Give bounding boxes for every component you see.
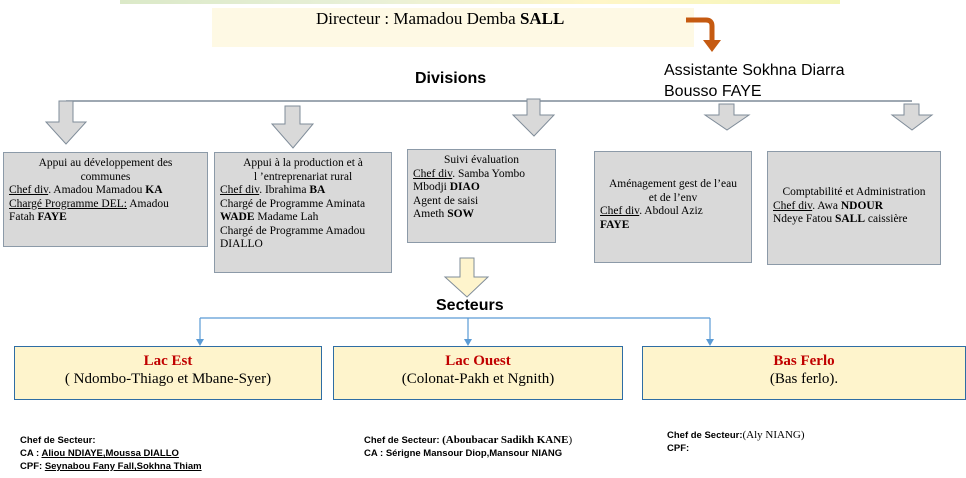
division-title: Suivi évaluation [443,154,520,166]
division-line: Ndeye Fatou SALL caissière [773,213,908,225]
sector-chef-line: Chef de Secteur:(Aly NIANG) [667,429,805,441]
division-line: Agent de saisi [413,194,479,207]
division-program-name: Fatah FAYE [9,211,67,223]
division-title: Appui à la production et à [243,157,363,169]
sector-chef-block-2: Chef de Secteur: (Aboubacar Sadikh KANE)… [364,434,572,460]
top-decor-strip [120,0,840,4]
sector-arrowhead-1 [196,339,204,346]
director-box [212,8,694,47]
sector-ca-line: CA : Sérigne Mansour Diop,Mansour NIANG [364,448,563,459]
division-line: WADE Madame Lah [220,211,319,223]
division-line: Chargé de Programme Amadou [220,224,366,237]
division-box-3: Suivi évaluation Chef div. Samba Yombo M… [407,149,556,243]
division-arrow-3 [511,98,556,137]
division-chef-name: FAYE [600,218,630,231]
division-chef: Chef div. Samba Yombo [413,167,526,180]
division-chef: Chef div. Amadou Mamadou KA [9,184,163,196]
sector-arrowhead-2 [464,339,472,346]
sector-subtitle: (Colonat-Pakh et Ngnith) [401,371,555,387]
sector-name: Bas Ferlo [773,353,835,369]
sector-name: Lac Ouest [445,353,511,369]
sector-name: Lac Est [143,353,193,369]
orange-curved-arrow [686,17,715,40]
division-title-cont: l ’entreprenariat rural [253,170,353,183]
division-box-1: Appui au développement des communes Chef… [3,152,208,247]
division-line: Ameth SOW [413,208,475,220]
sector-box-3: Bas Ferlo (Bas ferlo). [642,346,966,400]
sector-box-2: Lac Ouest (Colonat-Pakh et Ngnith) [333,346,623,400]
sector-chef-block-1: Chef de Secteur: CA : Aliou NDIAYE,Mouss… [20,434,202,473]
sector-chef-line: Chef de Secteur: [20,435,96,446]
division-chef: Chef div. Awa NDOUR [773,199,884,212]
sector-cpf-line: CPF: [667,443,690,454]
orange-arrow-head [703,40,721,52]
assistant-label: Assistante Sokhna Diarra Bousso FAYE [664,62,845,100]
division-line: DIALLO [220,238,263,250]
division-box-2: Appui à la production et à l ’entreprena… [214,152,392,273]
division-title: Appui au développement des [38,157,173,169]
sector-arrowhead-3 [706,339,714,346]
sector-chef-block-3: Chef de Secteur:(Aly NIANG) CPF: [667,429,805,455]
sectors-arrow [443,257,490,298]
division-arrow-5 [890,103,934,131]
division-title-cont: et de l’env [648,191,698,204]
division-title-cont: communes [80,170,131,183]
sector-subtitle: (Bas ferlo). [769,371,839,387]
division-program: Chargé Programme DEL: Amadou [9,197,169,210]
division-arrow-4 [703,103,751,131]
division-box-4: Aménagement gest de l’eau et de l’env Ch… [594,151,752,263]
director-title: Directeur : Mamadou Demba SALL [316,9,565,28]
division-line: Chargé de Programme Aminata [220,197,366,210]
division-chef: Chef div. Ibrahima BA [220,184,326,196]
division-box-5: Comptabilité et Administration Chef div.… [767,151,941,265]
division-chef: Chef div. Abdoul Aziz [600,205,703,217]
division-line: Mbodji DIAO [413,181,480,193]
division-arrow-1 [44,100,88,145]
sector-box-1: Lac Est ( Ndombo-Thiago et Mbane-Syer) [14,346,322,400]
divisions-heading: Divisions [415,70,487,87]
sector-subtitle: ( Ndombo-Thiago et Mbane-Syer) [64,371,272,387]
sector-ca-line: CA : Aliou NDIAYE,Moussa DIALLO [20,448,179,459]
division-title: Comptabilité et Administration [782,186,926,198]
sector-chef-line: Chef de Secteur: (Aboubacar Sadikh KANE) [364,434,573,446]
sector-cpf-line: CPF: Seynabou Fany Fall,Sokhna Thiam [20,461,202,472]
sectors-heading: Secteurs [436,297,504,314]
division-title: Aménagement gest de l’eau [608,178,738,190]
division-arrow-2 [270,105,315,149]
